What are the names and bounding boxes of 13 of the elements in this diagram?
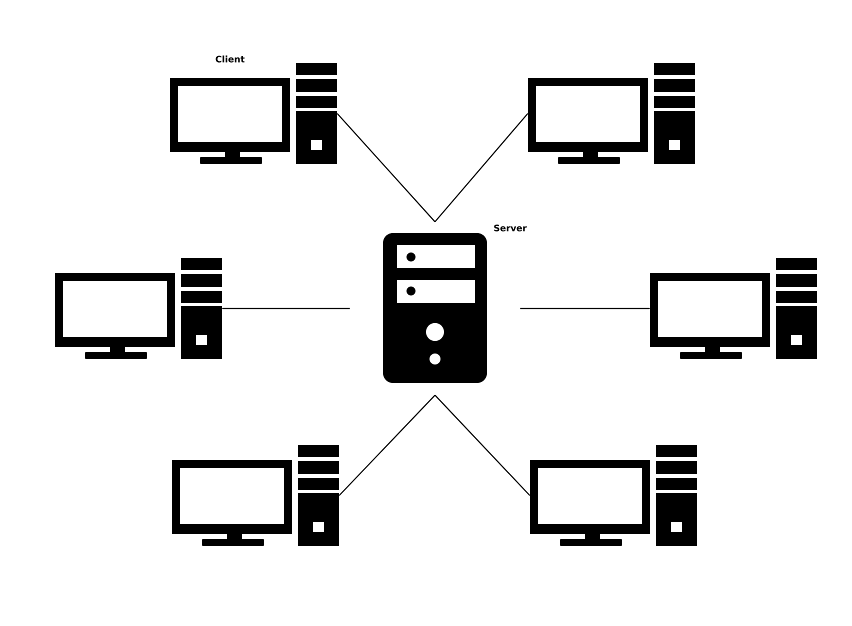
connector-line (338, 394, 436, 496)
computer-drawing (530, 445, 697, 546)
connector-line (434, 113, 528, 222)
computer-drawing (55, 258, 222, 359)
connector-line (222, 308, 350, 310)
connector-line (336, 113, 436, 222)
connector-line (434, 394, 530, 496)
connector-line (520, 308, 650, 310)
node-label: Client (216, 56, 245, 62)
node-label: Server (494, 224, 527, 232)
computer-drawing (528, 63, 695, 164)
computer-drawing (172, 445, 339, 546)
computer-drawing (650, 258, 817, 359)
